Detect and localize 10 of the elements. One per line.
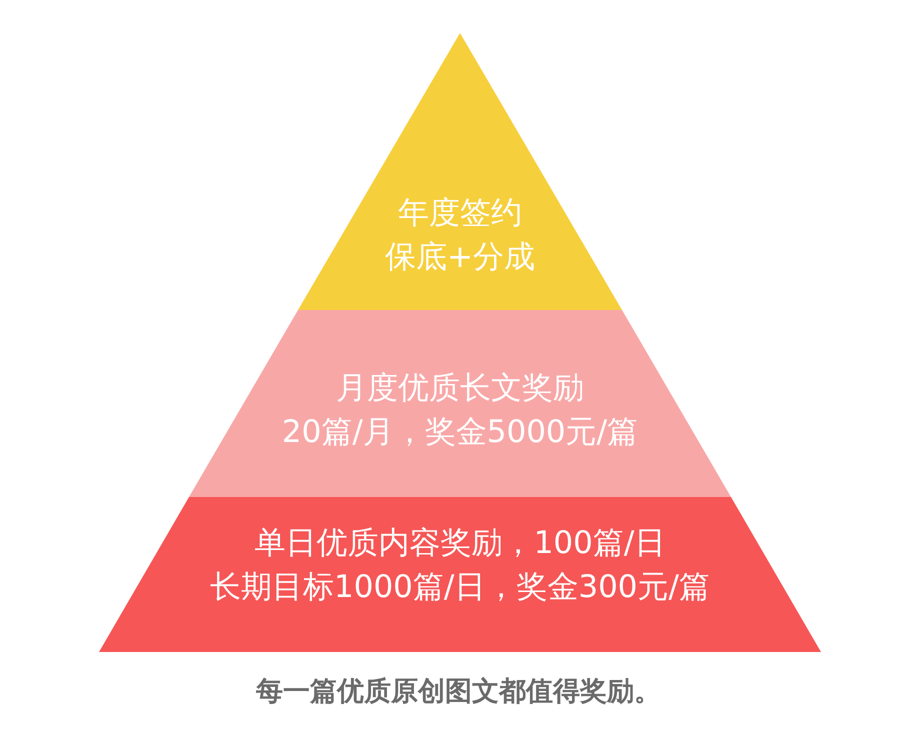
tier-detail: 长期目标1000篇/日，奖金300元/篇 (210, 568, 710, 607)
caption: 每一篇优质原创图文都值得奖励。 (256, 675, 661, 709)
pyramid-band (189, 310, 731, 497)
tier-detail: 20篇/月，奖金5000元/篇 (282, 413, 638, 452)
pyramid-band (298, 33, 622, 310)
tier-title: 单日优质内容奖励，100篇/日 (254, 524, 666, 563)
tier-title: 月度优质长文奖励 (336, 369, 584, 408)
tier-detail: 保底+分成 (385, 238, 535, 277)
pyramid-band (99, 497, 821, 652)
tier-title: 年度签约 (398, 194, 522, 233)
